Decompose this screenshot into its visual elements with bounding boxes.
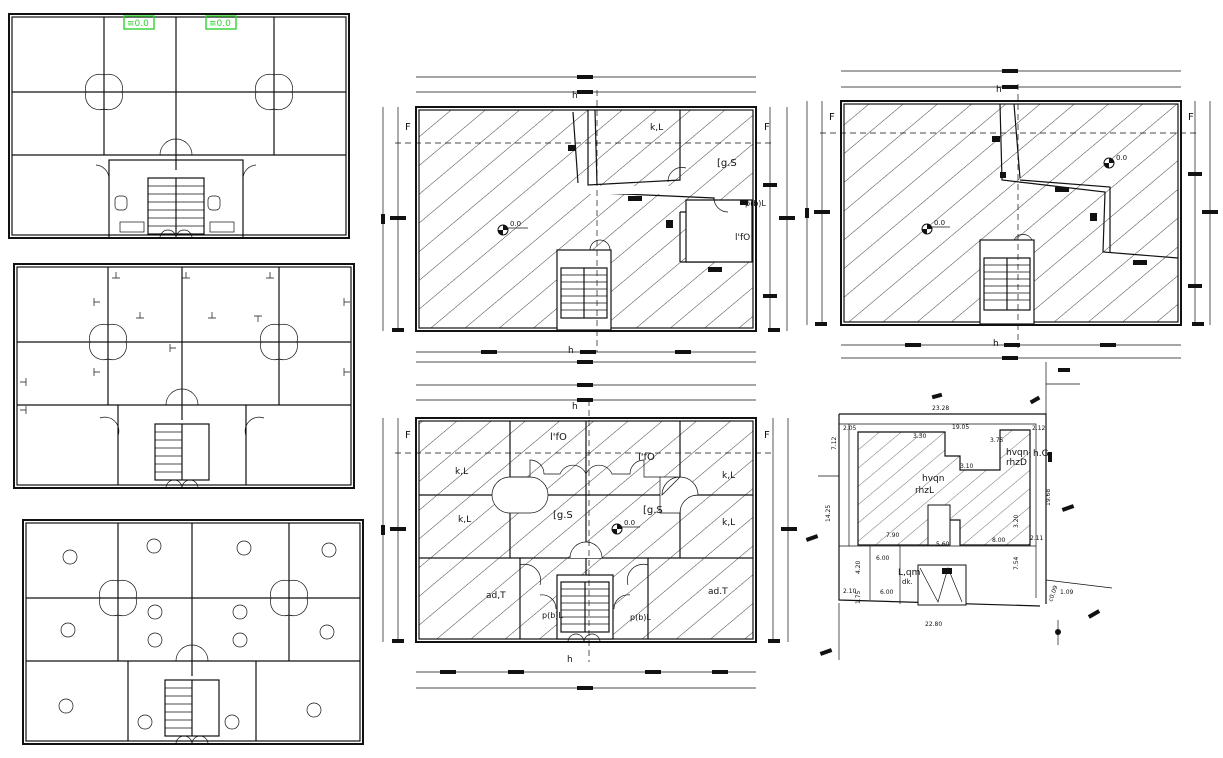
dim-j: 6.00 [880, 589, 894, 596]
tag-label-a: ≡0.0 [127, 19, 149, 29]
dim-m: 5.60 [936, 541, 950, 548]
building-label-c: hvqn [1006, 448, 1028, 458]
building-label-d: rhzD [1006, 458, 1027, 468]
north-mark-bottom: h [567, 655, 573, 665]
north-mark-top: h [996, 85, 1002, 95]
building-label-e: h.G [1033, 449, 1049, 459]
north-mark-bottom: h [993, 339, 999, 349]
svg-text:0.0: 0.0 [1116, 154, 1127, 162]
building-label-b: rhzL [915, 486, 934, 496]
north-note-c: 1.09 [1060, 589, 1074, 596]
dim-e: 3.10 [960, 463, 974, 470]
dim-left-top: 7.12 [831, 436, 838, 450]
dim-l: 1.75 [855, 590, 862, 604]
dim-top: 23.28 [932, 405, 949, 412]
level-label: 0.0 [510, 220, 521, 228]
room-label-dining-right: [g.S [643, 505, 663, 516]
road-label: L,qm [898, 568, 920, 578]
section-mark-right: F [1188, 112, 1194, 123]
plan-outer-wall [840, 100, 1182, 326]
room-label-dining-left: [g.S [553, 510, 573, 521]
room-label-kitchen-tr: k,L [722, 471, 735, 481]
plan-c-hatched: 0.0 l'fO l'fO k,L k,L k,L k,L [g.S [g.S … [381, 383, 797, 690]
plan-a-hatched: 0.0 k,L [g.S p(b)L l'fO F F h h [381, 75, 795, 364]
site-plan: 23.28 22.80 14.25 19.68 7.12 19.05 2.05 … [805, 362, 1113, 660]
room-label-toilet-right: l'fO [638, 452, 655, 463]
plan-lighting [22, 519, 364, 745]
tag-box-a [123, 15, 155, 30]
dim-o: 3.20 [1013, 514, 1020, 528]
room-label-bath-left: p(b)L [542, 611, 563, 620]
dim-right: 19.68 [1045, 489, 1052, 506]
dim-n: 7.54 [1013, 556, 1020, 570]
dim-b: 2.12 [1032, 425, 1046, 432]
section-mark-left: F [405, 430, 411, 441]
room-label-toilet-left: l'fO [550, 432, 567, 443]
section-mark-left: F [829, 112, 835, 123]
level-label: 0.0 [624, 519, 635, 527]
room-label-bed-right: ad.T [708, 587, 728, 597]
section-mark-right: F [764, 430, 770, 441]
dim-g: 6.00 [876, 555, 890, 562]
dim-h: 2.11 [1030, 535, 1044, 542]
plan-b-hatched: 0.0 0.0 F F h h [805, 69, 1218, 360]
plan-outer-wall [22, 519, 364, 745]
dim-c: 3.30 [913, 433, 927, 440]
dim-a: 2.05 [843, 425, 857, 432]
section-mark-left: F [405, 122, 411, 133]
level-label: 0.0 [934, 219, 945, 227]
plan-ground-floor: ≡0.0 ≡0.0 [8, 13, 350, 239]
dim-p: 8.00 [992, 537, 1006, 544]
dim-bottom: 22.80 [925, 621, 942, 628]
road-label-2: dk. [902, 578, 913, 586]
plan-outer-wall [415, 417, 757, 643]
room-label-dining: [g.S [717, 158, 737, 169]
dim-f: 7.90 [886, 532, 900, 539]
room-label-kitchen-ml: k,L [458, 515, 471, 525]
plan-outer-wall [415, 106, 757, 332]
plan-outer-wall [13, 263, 355, 489]
section-mark-right: F [764, 122, 770, 133]
building-label-a: hvqn [922, 474, 944, 484]
room-label-kitchen: k,L [650, 123, 663, 133]
dim-d: 3.75 [990, 437, 1004, 444]
dim-left: 14.25 [825, 505, 832, 522]
tag-label-b: ≡0.0 [209, 19, 231, 29]
room-label-bath: p(b)L [745, 199, 766, 208]
north-mark-top: h [572, 402, 578, 412]
dim-mid-top: 19.05 [952, 424, 969, 431]
room-label-kitchen-mr: k,L [722, 518, 735, 528]
north-mark-top: h [572, 91, 578, 101]
room-label-kitchen-tl: k,L [455, 467, 468, 477]
dim-i: 2.10 [843, 588, 857, 595]
north-note-b: c0.09 [1047, 584, 1059, 602]
room-label-bath-right: p(b)L [630, 613, 651, 622]
plan-electrical [13, 263, 355, 489]
tag-box-b [205, 15, 237, 30]
dim-k: 4.20 [855, 560, 862, 574]
room-label-bed-left: ad,T [486, 591, 506, 601]
plan-outer-wall [8, 13, 350, 239]
north-mark-bottom: h [568, 346, 574, 356]
room-label-toilet: l'fO [735, 233, 750, 243]
